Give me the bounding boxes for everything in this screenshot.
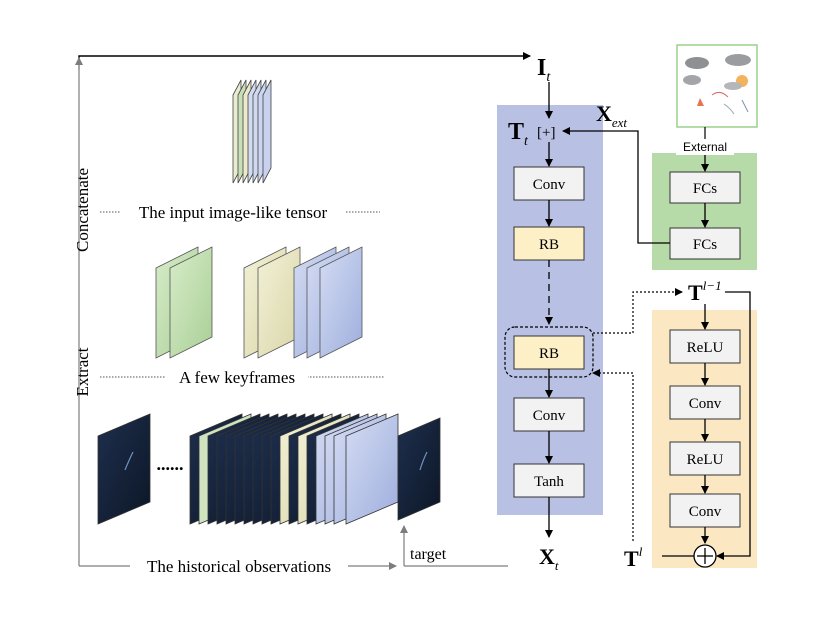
res-relu-1: ReLU — [669, 329, 741, 364]
top-arrow-to-It — [78, 52, 531, 60]
main-tanh: Tanh — [513, 463, 585, 498]
left-flow-lines — [78, 60, 508, 570]
external-image — [676, 44, 758, 128]
svg-text:Conv: Conv — [689, 504, 722, 520]
Xt-label: Xt — [539, 544, 559, 573]
concatenate-label: Concatenate — [73, 168, 92, 252]
main-conv-2: Conv — [513, 397, 585, 432]
res-relu-2: ReLU — [669, 441, 741, 476]
It-label: It — [537, 55, 551, 85]
res-conv-2: Conv — [669, 493, 741, 528]
historical-observations — [97, 413, 441, 525]
svg-text:FCs: FCs — [693, 237, 717, 253]
keyframes-stack — [155, 246, 363, 359]
svg-text:Conv: Conv — [533, 408, 566, 424]
input-tensor-stack — [232, 79, 272, 184]
svg-text:RB: RB — [539, 346, 559, 362]
concat-plus-box: [+] — [537, 125, 555, 141]
main-rb-2: RB — [513, 335, 585, 370]
main-rb-1: RB — [513, 226, 585, 261]
target-label: target — [410, 546, 447, 563]
Xext-label: Xext — [596, 101, 627, 130]
rb-highlight — [504, 326, 594, 378]
external-fcs-2: FCs — [669, 227, 741, 260]
svg-text:Conv: Conv — [689, 396, 722, 412]
input-tensor-label: The input image-like tensor — [139, 203, 328, 222]
Tl-label: Tl — [624, 544, 643, 571]
historical-label: The historical observations — [147, 557, 331, 576]
svg-text:ReLU: ReLU — [687, 340, 724, 356]
extract-label: Extract — [73, 347, 92, 396]
Tt-label: Tt — [508, 119, 529, 149]
external-label: External — [683, 140, 727, 154]
svg-text:RB: RB — [539, 237, 559, 253]
res-conv-1: Conv — [669, 385, 741, 420]
svg-text:ReLU: ReLU — [687, 452, 724, 468]
external-fcs-1: FCs — [669, 171, 741, 204]
svg-text:Conv: Conv — [533, 177, 566, 193]
ellipsis-label: ...... — [157, 454, 184, 474]
Tl1-label: Tl−1 — [688, 278, 722, 305]
svg-text:FCs: FCs — [693, 181, 717, 197]
sum-icon — [693, 544, 717, 568]
main-conv-1: Conv — [513, 166, 585, 201]
svg-text:Tanh: Tanh — [534, 474, 564, 490]
keyframes-label: A few keyframes — [179, 368, 295, 387]
